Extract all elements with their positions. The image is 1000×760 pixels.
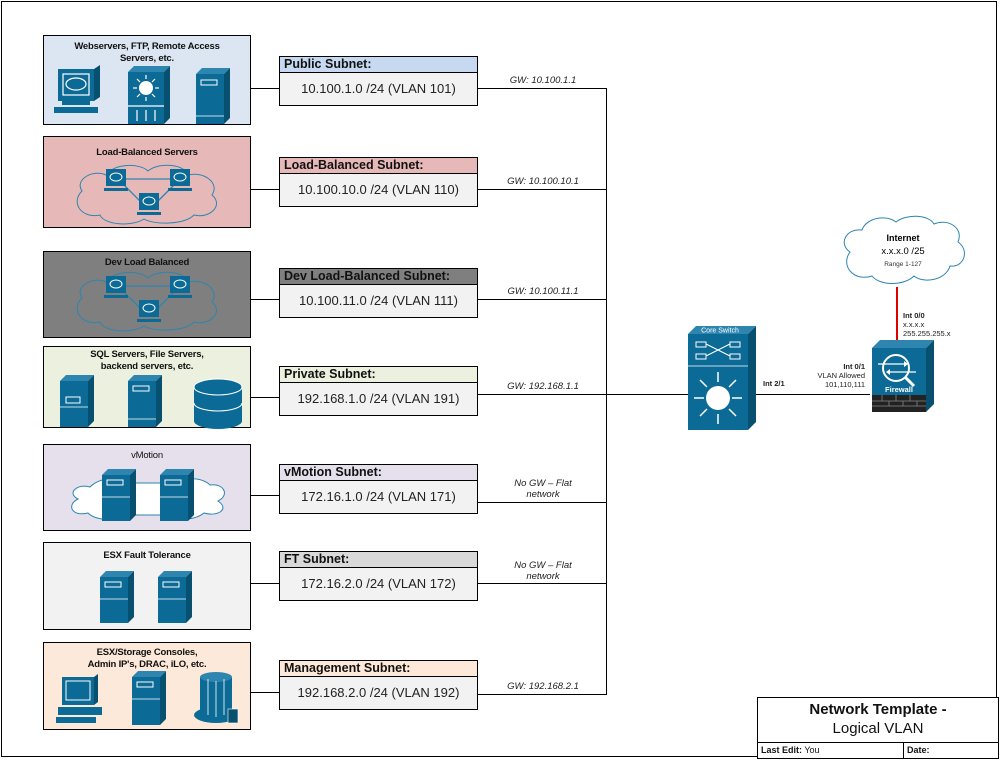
subnet-value: 172.16.2.0 /24 (VLAN 172) [301,576,456,591]
subnet-value: 10.100.1.0 /24 (VLAN 101) [301,81,456,96]
core-switch[interactable]: Core Switch [686,326,758,430]
date-field: Date: [903,743,930,758]
group-title: ESX/Storage Consoles,Admin IP's, DRAC, i… [87,647,207,670]
group-management[interactable]: ESX/Storage Consoles,Admin IP's, DRAC, i… [43,642,251,730]
subnet-public[interactable]: Public Subnet: 10.100.1.0 /24 (VLAN 101) [279,56,478,106]
internet-cloud[interactable]: Internet x.x.x.0 /25 Range 1-127 [836,214,970,290]
vlan-bus [606,88,607,695]
database-icon [193,378,243,429]
group-icons [100,571,192,623]
subnet-value: 172.16.1.0 /24 (VLAN 171) [301,489,456,504]
group-sql-servers[interactable]: SQL Servers, File Servers,backend server… [43,346,251,429]
subnet-load-balanced[interactable]: Load-Balanced Subnet: 10.100.10.0 /24 (V… [279,157,478,207]
firewall-to-internet-link [896,287,898,342]
storage-icon [194,672,239,724]
internet-subnet: x.x.x.0 /25 [881,246,924,257]
cloud-cluster-icon [76,164,217,225]
subnet-ft[interactable]: FT Subnet: 172.16.2.0 /24 (VLAN 172) [279,551,478,601]
link-line [251,583,279,584]
server-icon [60,375,94,427]
subnet-management[interactable]: Management Subnet: 192.168.2.0 /24 (VLAN… [279,660,478,710]
firewall-label: Firewall [885,385,913,394]
subnet-value: 192.168.2.0 /24 (VLAN 192) [297,685,460,700]
group-icons [56,671,239,725]
group-icons [60,375,243,429]
title-block: Network Template - Logical VLAN Last Edi… [757,697,999,759]
internet-range: Range 1-127 [884,261,922,268]
core-to-firewall-link [752,394,870,395]
subnet-vmotion[interactable]: vMotion Subnet: 172.16.1.0 /24 (VLAN 171… [279,464,478,514]
link-line [251,397,279,398]
group-dev-load-balanced[interactable]: Dev Load Balanced [43,251,251,338]
gateway-label: GW: 10.100.11.1 [507,286,579,297]
link-line [251,495,279,496]
group-title: ESX Fault Tolerance [103,550,191,561]
server-icon [196,68,230,124]
group-title: SQL Servers, File Servers,backend server… [90,349,204,372]
workstation-icon [56,674,102,723]
link-line [478,694,607,695]
subnet-header: FT Subnet: [280,552,477,568]
subnet-header: Management Subnet: [280,661,477,677]
subnet-header: Private Subnet: [280,367,477,383]
group-load-balanced[interactable]: Load-Balanced Servers [43,136,251,228]
internet-title: Internet [886,233,919,243]
subnet-dev-load-balanced[interactable]: Dev Load-Balanced Subnet: 10.100.11.0 /2… [279,268,478,318]
server-icon [128,375,162,427]
link-line [478,394,607,395]
title-meta-row: Last Edit: You Date: [758,742,998,758]
subnet-header: Public Subnet: [280,57,477,73]
subnet-private[interactable]: Private Subnet: 192.168.1.0 /24 (VLAN 19… [279,366,478,416]
group-title: Dev Load Balanced [104,257,190,268]
link-line [478,299,607,300]
subnet-value: 10.100.10.0 /24 (VLAN 110) [298,182,459,197]
link-line [251,692,279,693]
server-icon [100,571,134,623]
group-icons [54,65,230,124]
last-edit: Last Edit: You [761,745,820,755]
link-line [478,88,607,89]
subnet-header: Load-Balanced Subnet: [280,158,477,174]
link-line [251,189,279,190]
firewall-icon [872,340,934,412]
link-line [251,88,279,89]
server-icon [158,571,192,623]
gateway-label: GW: 10.100.1.1 [509,75,577,86]
core-switch-icon [688,326,756,430]
group-title: vMotion [131,450,163,461]
title-line-1: Network Template - [809,701,947,718]
bus-to-core-link [606,394,688,395]
cloud-servers-icon [71,469,225,521]
group-vmotion[interactable]: vMotion [43,444,251,531]
gateway-label: GW: 10.100.10.1 [507,176,579,187]
title-line-2: Logical VLAN [832,720,924,737]
core-switch-label: Core Switch [701,328,739,335]
firewall[interactable]: Firewall [870,340,936,412]
group-title: Load-Balanced Servers [96,147,198,158]
gateway-label: GW: 192.168.2.1 [507,681,579,692]
workstation-icon [54,65,100,113]
link-line [478,502,607,503]
server-icon [132,671,166,725]
cloud-cluster-icon [76,271,217,332]
link-line [251,299,279,300]
core-switch-port-label: Int 2/1 [763,379,785,388]
multilayer-switch-icon [128,66,170,124]
subnet-header: vMotion Subnet: [280,465,477,481]
link-line [478,189,607,190]
cloud-icon [843,215,965,284]
link-line [478,583,607,584]
subnet-header: Dev Load-Balanced Subnet: [280,269,477,285]
gateway-label: GW: 192.168.1.1 [507,381,579,392]
subnet-value: 192.168.1.0 /24 (VLAN 191) [297,391,460,406]
group-ft[interactable]: ESX Fault Tolerance [43,542,251,630]
subnet-value: 10.100.11.0 /24 (VLAN 111) [299,293,458,308]
